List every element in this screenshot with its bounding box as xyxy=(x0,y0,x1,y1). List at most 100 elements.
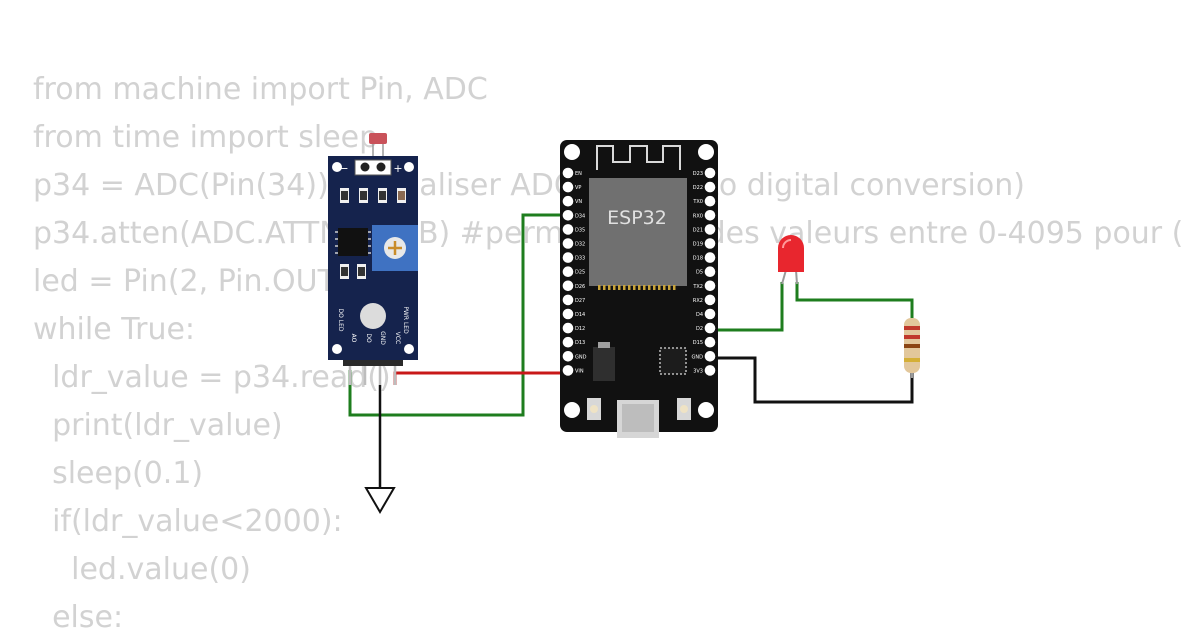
boot-button[interactable] xyxy=(677,398,691,420)
code-line: led = Pin(2, Pin.OUT) xyxy=(33,264,348,299)
esp32-pin-label: D5 xyxy=(696,270,703,276)
esp32-pin-right[interactable] xyxy=(704,280,716,292)
en-button[interactable] xyxy=(587,398,601,420)
code-line: if(ldr_value<2000): xyxy=(33,504,343,539)
esp32-pin-label: D4 xyxy=(696,312,703,318)
esp32-pin-label: TX0 xyxy=(692,199,703,205)
esp32-pin-label: D13 xyxy=(575,340,585,346)
esp32-pin-left[interactable] xyxy=(562,238,574,249)
module-pad xyxy=(608,285,611,290)
module-pad xyxy=(633,285,636,290)
wire-led-to-resistor[interactable] xyxy=(795,282,914,320)
esp32-pin-label: GND xyxy=(692,354,704,360)
wire-vcc-to-vin[interactable] xyxy=(393,371,563,385)
module-pad xyxy=(663,285,666,290)
esp32-pin-label: RX0 xyxy=(693,213,703,219)
esp32-pin-right[interactable] xyxy=(704,252,716,263)
esp32-pin-label: 3V3 xyxy=(693,368,703,374)
esp32-label: ESP32 xyxy=(607,207,667,229)
esp32-pin-right[interactable] xyxy=(704,224,716,235)
esp32-pin-label: D19 xyxy=(693,242,703,248)
module-pad xyxy=(653,285,656,290)
module-pad xyxy=(618,285,621,290)
esp32-pin-right[interactable] xyxy=(704,195,716,207)
esp32-pin-left[interactable] xyxy=(562,266,574,278)
esp32-pin-left[interactable] xyxy=(562,195,574,207)
esp32-board[interactable]: ESP32 ENVPVND34D35D32D33D25D26D27D14D12D… xyxy=(560,140,718,438)
wire-ao-to-d34[interactable] xyxy=(348,213,563,417)
smd-resistors xyxy=(340,188,406,279)
wire-resistor-to-gnd[interactable] xyxy=(707,356,914,404)
esp32-pin-right[interactable] xyxy=(704,365,716,376)
esp32-pin-right[interactable] xyxy=(704,210,716,221)
esp32-pin-left[interactable] xyxy=(562,167,574,179)
esp32-pin-right[interactable] xyxy=(704,238,716,249)
esp32-module xyxy=(589,178,687,286)
esp32-pin-right[interactable] xyxy=(704,266,716,278)
voltage-regulator xyxy=(593,347,615,381)
esp32-pin-label: VIN xyxy=(575,368,584,374)
esp32-pin-left[interactable] xyxy=(562,252,574,263)
do-led-label: DO LED xyxy=(337,308,344,331)
esp32-pin-left[interactable] xyxy=(562,365,574,376)
usb-bridge-chip xyxy=(659,347,687,375)
code-background: from machine import Pin, ADC from time im… xyxy=(33,66,1183,642)
resistor[interactable] xyxy=(904,318,920,378)
module-pad xyxy=(628,285,631,290)
code-line: from time import sleep xyxy=(33,120,379,155)
esp32-pin-left[interactable] xyxy=(562,294,574,306)
code-line: else: xyxy=(33,600,124,635)
code-line: while True: xyxy=(33,312,196,347)
pin-do-label: DO xyxy=(365,333,372,343)
esp32-pin-right[interactable] xyxy=(704,181,716,193)
ldr-sensor-module[interactable]: − + DO LED PWR LED AO xyxy=(328,133,418,385)
esp32-pin-left[interactable] xyxy=(562,224,574,235)
esp32-pin-label: D33 xyxy=(575,256,585,262)
wire-d2-to-led[interactable] xyxy=(707,282,784,332)
esp32-pin-right[interactable] xyxy=(704,308,716,320)
red-led[interactable] xyxy=(778,235,804,285)
module-pad xyxy=(658,285,661,290)
esp32-pin-label: D18 xyxy=(693,256,703,262)
esp32-pin-label: VN xyxy=(575,199,582,205)
module-pad xyxy=(623,285,626,290)
esp32-pin-label: D27 xyxy=(575,298,585,304)
pin-vcc-label: VCC xyxy=(394,332,401,344)
esp32-pin-label: D22 xyxy=(693,185,703,191)
ground-symbol[interactable] xyxy=(364,487,396,514)
sensor-plus-label: + xyxy=(393,162,402,175)
esp32-pin-right[interactable] xyxy=(704,167,716,179)
sensor-led-window xyxy=(360,303,386,329)
esp32-pin-right[interactable] xyxy=(704,336,716,348)
esp32-pin-label: EN xyxy=(575,171,582,177)
module-pad xyxy=(648,285,651,290)
header-strip xyxy=(343,360,403,366)
code-line: sleep(0.1) xyxy=(33,456,204,491)
code-line: from machine import Pin, ADC xyxy=(33,72,488,107)
esp32-pin-left[interactable] xyxy=(562,308,574,320)
esp32-pin-label: D23 xyxy=(693,171,703,177)
code-line: led.value(0) xyxy=(33,552,251,587)
esp32-pin-right[interactable] xyxy=(704,322,716,334)
pwr-led-label: PWR LED xyxy=(402,306,409,334)
module-pad xyxy=(638,285,641,290)
esp32-pin-left[interactable] xyxy=(562,210,574,221)
ldr-head xyxy=(369,133,387,144)
esp32-pin-left[interactable] xyxy=(562,181,574,193)
esp32-pin-right[interactable] xyxy=(704,294,716,306)
antenna-trace xyxy=(596,145,681,170)
esp32-pin-label: GND xyxy=(575,354,587,360)
esp32-pin-left[interactable] xyxy=(562,280,574,292)
comparator-chip xyxy=(338,228,368,256)
esp32-pin-label: D2 xyxy=(696,326,703,332)
esp32-pin-left[interactable] xyxy=(562,336,574,348)
pin-ao-label: AO xyxy=(350,334,357,343)
esp32-pin-right[interactable] xyxy=(704,351,716,362)
sensor-minus-label: − xyxy=(339,162,348,175)
esp32-pin-left[interactable] xyxy=(562,351,574,362)
esp32-pin-label: VP xyxy=(575,185,581,191)
esp32-pin-label: D32 xyxy=(575,242,585,248)
esp32-pin-left[interactable] xyxy=(562,322,574,334)
esp32-pin-label: D25 xyxy=(575,270,585,276)
